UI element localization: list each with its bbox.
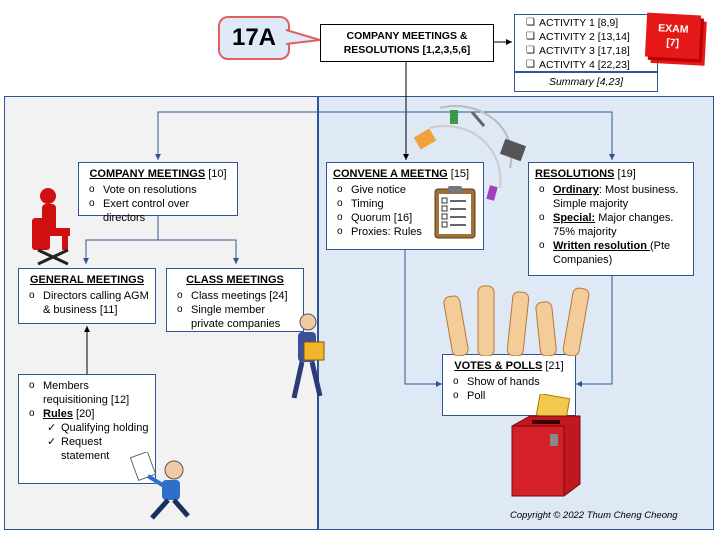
activity-item-1[interactable]: ACTIVITY 1 [8,9] (526, 16, 657, 30)
exam-badge[interactable]: EXAM [7] (644, 12, 702, 60)
person-carrying-box-icon (291, 313, 325, 399)
activity-item-2[interactable]: ACTIVITY 2 [13,14] (526, 30, 657, 44)
callout-tail (286, 29, 321, 45)
company-meetings-box: COMPANY MEETINGS [10] Vote on resolution… (78, 162, 238, 224)
activity-list: ACTIVITY 1 [8,9] ACTIVITY 2 [13,14] ACTI… (514, 14, 658, 72)
flying-items-icon (413, 105, 527, 201)
summary-box[interactable]: Summary [4,23] (514, 72, 658, 92)
ballot-box-icon (511, 394, 581, 497)
check-item: Request statement (47, 435, 149, 463)
activity-item-3[interactable]: ACTIVITY 3 [17,18] (526, 44, 657, 58)
list-item: Single member private companies (177, 303, 297, 331)
resolutions-heading: RESOLUTIONS [19] (535, 168, 636, 180)
class-meetings-heading: CLASS MEETINGS (186, 274, 284, 286)
list-item: Quorum [16] (337, 211, 477, 225)
main-title-line1: COMPANY MEETINGS & (346, 30, 468, 42)
list-item: Rules [20] (29, 407, 149, 421)
class-meetings-box: CLASS MEETINGS Class meetings [24] Singl… (166, 268, 304, 332)
general-meetings-box: GENERAL MEETINGS Directors calling AGM &… (18, 268, 156, 324)
activity-item-4[interactable]: ACTIVITY 4 [22,23] (526, 58, 657, 72)
list-item: Directors calling AGM & business [11] (29, 289, 149, 317)
votes-heading: VOTES & POLLS [21] (454, 360, 564, 372)
copyright-text: Copyright © 2022 Thum Cheng Cheong (510, 510, 678, 521)
list-item: Timing (337, 197, 477, 211)
list-item: Proxies: Rules (337, 225, 477, 239)
list-item: Members requisitioning [12] (29, 379, 149, 407)
resolutions-box: RESOLUTIONS [19] Ordinary: Most business… (528, 162, 694, 276)
list-item: Written resolution (Pte Companies) (539, 239, 687, 267)
list-item: Vote on resolutions (89, 183, 231, 197)
list-item: Exert control over directors (89, 197, 231, 225)
list-item: Ordinary: Most business. Simple majority (539, 183, 687, 211)
clipboard-icon (434, 186, 476, 239)
chapter-badge: 17A (218, 16, 290, 60)
main-title: COMPANY MEETINGS & RESOLUTIONS [1,2,3,5,… (320, 24, 494, 62)
list-item: Show of hands (453, 375, 569, 389)
check-item: Qualifying holding (47, 421, 149, 435)
company-meetings-heading: COMPANY MEETINGS [10] (89, 168, 227, 180)
running-person-icon (130, 452, 190, 520)
raised-hands-icon (443, 285, 590, 356)
list-item: Give notice (337, 183, 477, 197)
main-title-line2: RESOLUTIONS [1,2,3,5,6] (343, 44, 471, 56)
general-meetings-heading: GENERAL MEETINGS (29, 274, 145, 286)
list-item: Poll (453, 389, 569, 403)
convene-heading: CONVENE A MEETNG [15] (333, 168, 470, 180)
list-item: Special: Major changes. 75% majority (539, 211, 687, 239)
list-item: Class meetings [24] (177, 289, 297, 303)
exam-ref: [7] (665, 36, 680, 50)
chair-person-icon (32, 188, 70, 266)
